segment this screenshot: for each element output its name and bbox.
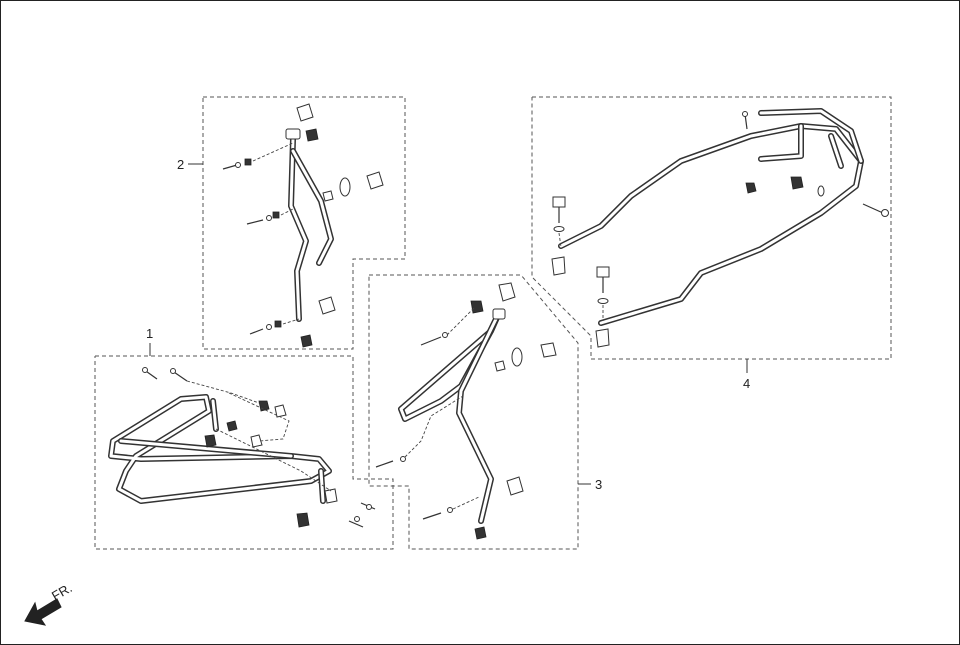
group-1-boundary xyxy=(94,355,394,550)
part-3-hardware xyxy=(375,282,557,540)
callout-4: 4 xyxy=(743,376,750,391)
part-4-frame xyxy=(558,108,864,326)
part-1-carrier xyxy=(108,394,332,504)
part-2-hardware xyxy=(222,103,384,348)
part-2-grab-bar xyxy=(285,128,334,322)
group-4-boundary xyxy=(531,96,892,360)
group-2-boundary xyxy=(202,96,406,350)
callout-1: 1 xyxy=(146,326,153,341)
front-direction-label: FR. xyxy=(49,580,75,603)
part-3-grab-bar xyxy=(398,308,506,524)
callout-2: 2 xyxy=(177,157,184,172)
part-4-hardware xyxy=(551,111,889,348)
part-1-hardware xyxy=(142,367,376,528)
callout-3: 3 xyxy=(595,477,602,492)
front-direction-arrow-icon xyxy=(24,598,62,626)
